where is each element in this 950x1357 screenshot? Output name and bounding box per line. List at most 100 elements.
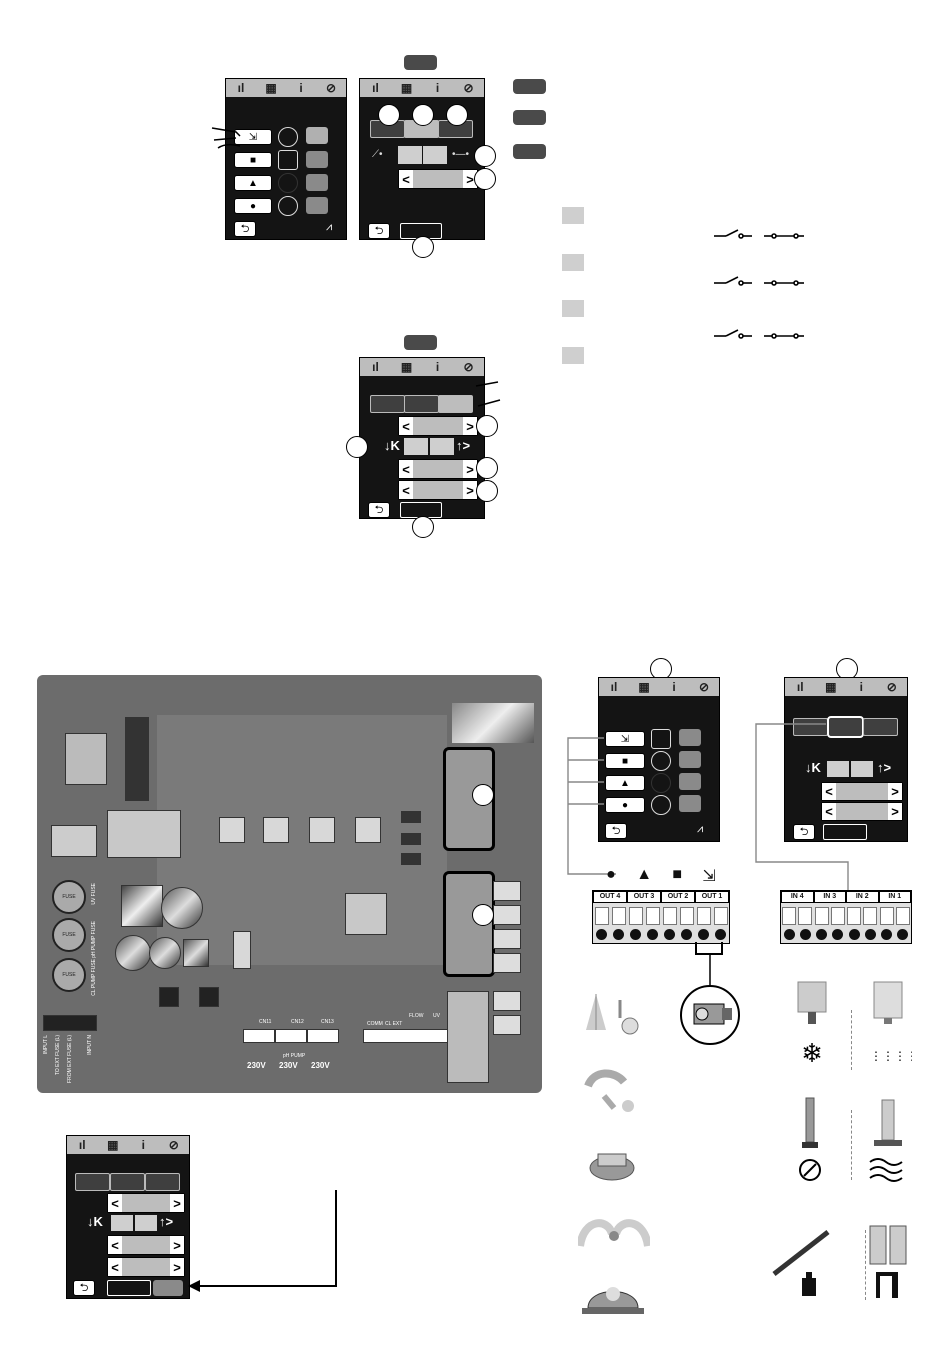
callout-circle <box>446 104 468 126</box>
chart-icon[interactable]: ıl <box>796 680 804 694</box>
output-symbol: ⇲ <box>702 868 716 885</box>
toggle-left[interactable] <box>398 146 422 164</box>
level-toggle-right[interactable] <box>430 438 454 455</box>
tab-input-1[interactable] <box>370 395 405 413</box>
level-toggle-left[interactable] <box>827 761 849 777</box>
grid-icon[interactable]: ▦ <box>265 81 277 95</box>
closed-switch-icon <box>764 280 804 286</box>
value-stepper[interactable]: < > <box>398 459 478 479</box>
increment-button[interactable]: > <box>170 1258 184 1276</box>
voltage-label: 230V <box>279 1061 298 1070</box>
chemical-tank-icon <box>772 1230 830 1296</box>
tab-input-1[interactable] <box>75 1173 110 1191</box>
diode <box>401 833 421 845</box>
decrement-button[interactable]: < <box>108 1258 122 1276</box>
increment-button[interactable]: > <box>463 460 477 478</box>
back-button[interactable]: ⮌ <box>234 221 256 237</box>
toggle-right[interactable] <box>423 146 447 164</box>
grid-icon[interactable]: ▦ <box>638 680 650 694</box>
output-button-2[interactable]: ■ <box>605 753 645 769</box>
info-icon[interactable]: i <box>672 680 676 694</box>
output-button-4[interactable]: ● <box>234 198 272 214</box>
grid-icon[interactable]: ▦ <box>400 81 413 95</box>
confirm-button[interactable] <box>823 824 867 840</box>
graph-icon[interactable]: ⩘ <box>326 221 333 233</box>
link-icon[interactable]: ⊘ <box>463 360 474 374</box>
link-icon[interactable]: ⊘ <box>325 81 337 95</box>
callout-circle <box>346 436 368 458</box>
level-toggle-right[interactable] <box>135 1215 157 1231</box>
output-button-1[interactable]: ⇲ <box>234 129 272 145</box>
output-button-3[interactable]: ▲ <box>605 775 645 791</box>
back-button[interactable]: ⮌ <box>605 823 627 839</box>
grid-icon[interactable]: ▦ <box>107 1138 119 1152</box>
increment-button[interactable]: > <box>888 783 902 800</box>
tab-input-2[interactable] <box>110 1173 145 1191</box>
relay <box>65 733 107 785</box>
link-icon[interactable]: ⊘ <box>698 680 710 694</box>
increment-button[interactable]: > <box>463 417 477 435</box>
back-button[interactable]: ⮌ <box>793 824 815 840</box>
callout-circle <box>412 104 434 126</box>
decrement-button[interactable]: < <box>399 481 413 499</box>
info-icon[interactable]: i <box>859 680 863 694</box>
decrement-button[interactable]: < <box>822 803 836 820</box>
grid-icon[interactable]: ▦ <box>400 360 413 374</box>
chart-icon[interactable]: ıl <box>610 680 618 694</box>
confirm-button[interactable] <box>107 1280 151 1296</box>
terminal-screws <box>781 929 911 940</box>
output-button-1[interactable]: ⇲ <box>605 731 645 747</box>
output-button-4[interactable]: ● <box>605 797 645 813</box>
level-toggle-left[interactable] <box>404 438 428 455</box>
input-label: TO EXT FUSE (L) <box>55 1035 61 1076</box>
relay-output <box>493 929 521 949</box>
level-toggle-right[interactable] <box>851 761 873 777</box>
secondary-button[interactable] <box>153 1280 183 1296</box>
mode-indicator <box>679 751 701 768</box>
increment-button[interactable]: > <box>888 803 902 820</box>
info-icon[interactable]: i <box>435 81 440 95</box>
increment-button[interactable]: > <box>463 170 477 188</box>
decrement-button[interactable]: < <box>399 417 413 435</box>
info-icon[interactable]: i <box>141 1138 145 1152</box>
link-icon[interactable]: ⊘ <box>886 680 897 694</box>
decrement-button[interactable]: < <box>108 1236 122 1254</box>
value-stepper[interactable]: < > <box>107 1235 185 1255</box>
value-stepper[interactable]: < > <box>107 1257 185 1277</box>
decrement-button[interactable]: < <box>399 460 413 478</box>
value-stepper[interactable]: < > <box>398 480 478 500</box>
output-button-3[interactable]: ▲ <box>234 175 272 191</box>
back-button[interactable]: ⮌ <box>73 1280 95 1296</box>
decrement-button[interactable]: < <box>108 1194 122 1212</box>
decrement-button[interactable]: < <box>399 170 413 188</box>
output-button-2[interactable]: ■ <box>234 152 272 168</box>
board-area <box>157 715 447 965</box>
level-toggle-left[interactable] <box>111 1215 133 1231</box>
chart-icon[interactable]: ıl <box>372 360 379 374</box>
link-icon[interactable]: ⊘ <box>168 1138 179 1152</box>
tab-input-3[interactable] <box>438 395 473 413</box>
increment-button[interactable]: > <box>170 1236 184 1254</box>
chart-icon[interactable]: ıl <box>372 81 379 95</box>
chart-icon[interactable]: ıl <box>78 1138 86 1152</box>
increment-button[interactable]: > <box>170 1194 184 1212</box>
increment-button[interactable]: > <box>463 481 477 499</box>
chart-icon[interactable]: ıl <box>237 81 245 95</box>
info-icon[interactable]: i <box>299 81 303 95</box>
decrement-button[interactable]: < <box>822 783 836 800</box>
graph-icon[interactable]: ⩘ <box>697 823 704 835</box>
value-stepper[interactable]: < > <box>821 802 903 821</box>
back-button[interactable]: ⮌ <box>368 502 390 518</box>
tab-input-2[interactable] <box>404 395 439 413</box>
value-stepper[interactable]: < > <box>821 782 903 801</box>
back-button[interactable]: ⮌ <box>368 223 390 239</box>
info-icon[interactable]: i <box>435 360 440 374</box>
value-stepper[interactable]: < > <box>398 169 478 189</box>
open-switch-icon <box>714 276 752 286</box>
link-icon[interactable]: ⊘ <box>463 81 474 95</box>
value-stepper[interactable]: < > <box>398 416 478 436</box>
tab-input-3[interactable] <box>863 718 898 736</box>
grid-icon[interactable]: ▦ <box>825 680 837 694</box>
value-stepper[interactable]: < > <box>107 1193 185 1213</box>
tab-input-3[interactable] <box>145 1173 180 1191</box>
